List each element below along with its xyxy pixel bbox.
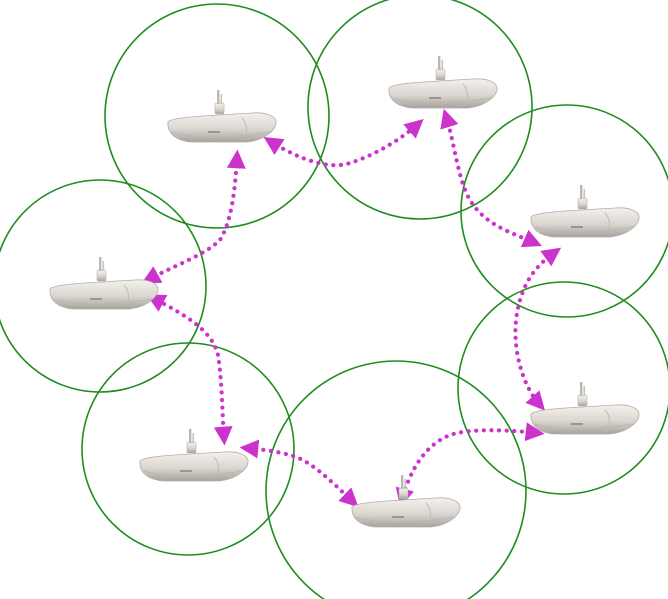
link-sub-4-sub-1 (141, 149, 246, 284)
link-sub-5-sub-7 (395, 422, 545, 508)
link-sub-1-sub-2 (263, 118, 424, 168)
submarine-icon-sub-3[interactable] (530, 184, 640, 238)
link-sub-7-sub-6 (239, 439, 359, 508)
coverage-circle-sub-7 (265, 360, 527, 599)
submarine-icon-sub-2[interactable] (388, 55, 498, 109)
coverage-circle-sub-2 (307, 0, 533, 220)
link-sub-2-sub-3 (440, 108, 542, 248)
coverage-circle-sub-5 (457, 281, 668, 495)
link-sub-3-sub-5 (513, 247, 562, 411)
links (141, 108, 562, 508)
coverage-circle-sub-4 (0, 179, 207, 393)
submarine-icon-sub-1[interactable] (167, 89, 277, 143)
submarine-icon-sub-7[interactable] (351, 474, 461, 528)
link-sub-6-sub-4 (146, 294, 233, 446)
submarine-nodes (49, 55, 640, 528)
submarine-icon-sub-4[interactable] (49, 256, 159, 310)
submarine-icon-sub-6[interactable] (139, 428, 249, 482)
submarine-icon-sub-5[interactable] (530, 381, 640, 435)
